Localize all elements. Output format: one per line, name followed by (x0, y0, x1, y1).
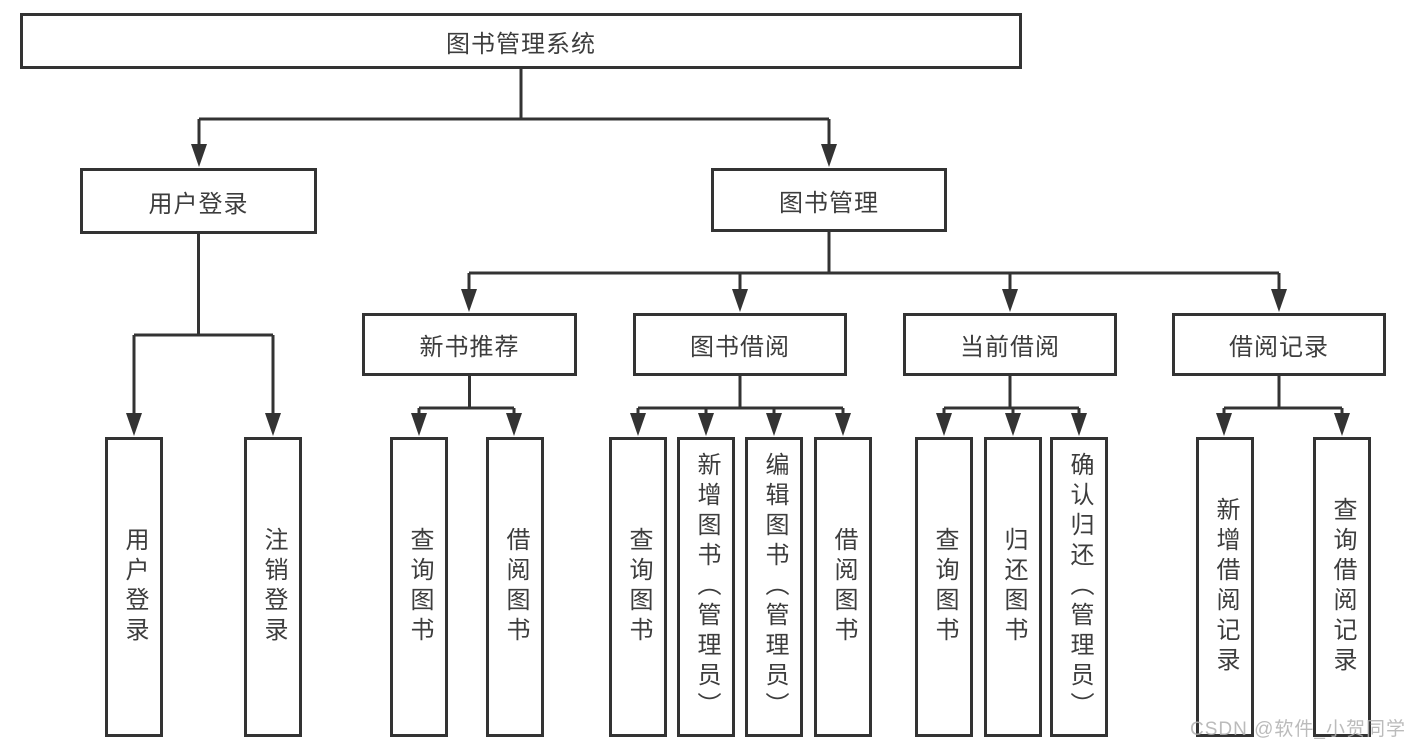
leaf-borrow-books-label: 借阅图书 (830, 527, 857, 647)
node-root: 图书管理系统 (20, 13, 1022, 69)
leaf-edit-book-admin-label: 编辑图书（管理员） (761, 452, 788, 722)
node-book-management-label: 图书管理 (779, 189, 879, 217)
leaf-add-book-admin-label: 新增图书（管理员） (693, 452, 720, 722)
leaf-borrow-books: 借阅图书 (814, 437, 872, 737)
leaf-query-borrow-record-label: 查询借阅记录 (1329, 497, 1356, 677)
leaf-return-book-label: 归还图书 (1000, 527, 1027, 647)
leaf-query-books-current-label: 查询图书 (931, 527, 958, 647)
leaf-return-book: 归还图书 (984, 437, 1042, 737)
leaf-logout-label: 注销登录 (260, 527, 287, 647)
leaf-borrow-books-recommend: 借阅图书 (486, 437, 544, 737)
node-book-management: 图书管理 (711, 168, 947, 232)
node-borrow-records: 借阅记录 (1172, 313, 1386, 376)
node-user-login: 用户登录 (80, 168, 317, 234)
leaf-confirm-return-admin-label: 确认归还（管理员） (1066, 452, 1093, 722)
leaf-user-login-label: 用户登录 (121, 527, 148, 647)
node-new-book-recommend: 新书推荐 (362, 313, 577, 376)
leaf-query-books-recommend-label: 查询图书 (406, 527, 433, 647)
csdn-watermark: CSDN @软件_小贺同学 (1190, 719, 1405, 740)
leaf-query-books-recommend: 查询图书 (390, 437, 448, 737)
leaf-user-login: 用户登录 (105, 437, 163, 737)
leaf-add-borrow-record-label: 新增借阅记录 (1212, 497, 1239, 677)
leaf-logout: 注销登录 (244, 437, 302, 737)
leaf-query-books-borrow-label: 查询图书 (625, 527, 652, 647)
leaf-edit-book-admin: 编辑图书（管理员） (745, 437, 803, 737)
node-user-login-label: 用户登录 (148, 190, 249, 218)
node-book-borrow: 图书借阅 (633, 313, 847, 376)
node-root-label: 图书管理系统 (446, 30, 596, 58)
node-book-borrow-label: 图书借阅 (690, 334, 790, 361)
leaf-add-borrow-record: 新增借阅记录 (1196, 437, 1254, 737)
node-current-borrow-label: 当前借阅 (960, 334, 1060, 361)
leaf-query-borrow-record: 查询借阅记录 (1313, 437, 1371, 737)
node-borrow-records-label: 借阅记录 (1229, 334, 1329, 361)
node-current-borrow: 当前借阅 (903, 313, 1117, 376)
leaf-borrow-books-recommend-label: 借阅图书 (502, 527, 529, 647)
leaf-add-book-admin: 新增图书（管理员） (677, 437, 735, 737)
leaf-query-books-borrow: 查询图书 (609, 437, 667, 737)
leaf-confirm-return-admin: 确认归还（管理员） (1050, 437, 1108, 737)
node-new-book-recommend-label: 新书推荐 (419, 334, 520, 361)
leaf-query-books-current: 查询图书 (915, 437, 973, 737)
